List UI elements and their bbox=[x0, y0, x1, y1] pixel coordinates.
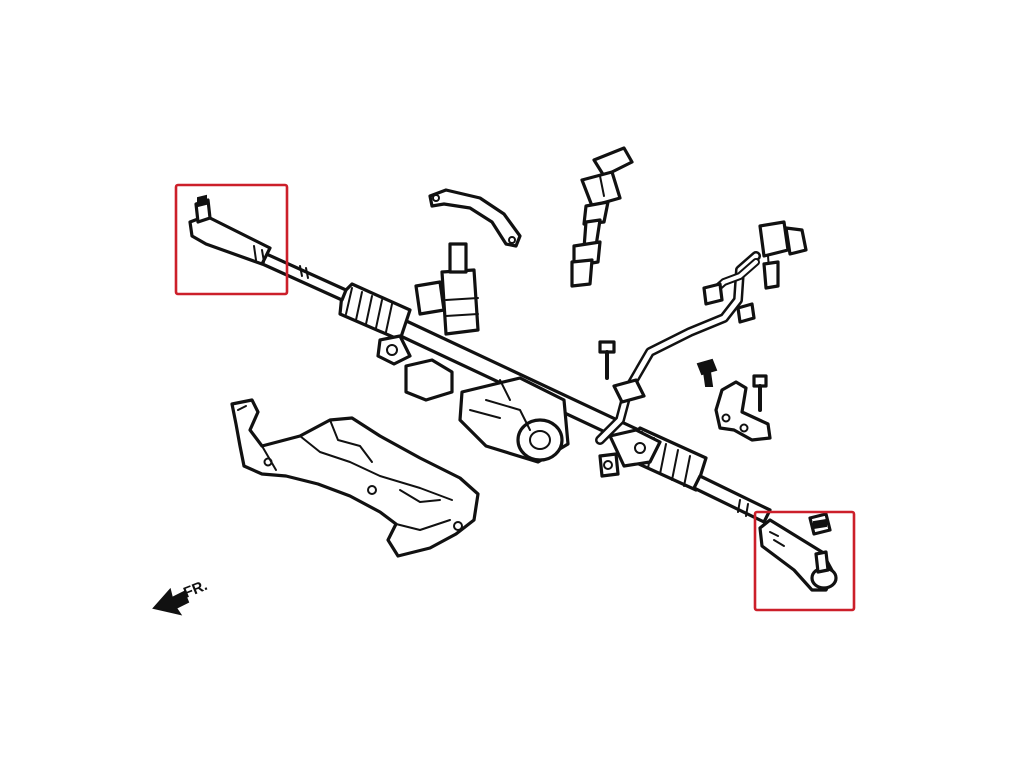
mounting-bolt-right bbox=[752, 374, 768, 412]
intermediate-shaft bbox=[570, 146, 634, 288]
pinion-housing bbox=[414, 242, 480, 336]
steering-pipe bbox=[595, 251, 761, 445]
electrical-connector bbox=[758, 220, 808, 290]
highlight-box-right-tie-rod-end bbox=[753, 510, 856, 612]
tie-rod-end-right bbox=[758, 518, 838, 592]
mounting-bolt-black bbox=[696, 358, 718, 387]
direction-label: FR. bbox=[181, 577, 210, 602]
tie-rod-right bbox=[692, 474, 772, 524]
front-subframe bbox=[230, 398, 480, 558]
mounting-bolt-center bbox=[598, 340, 616, 380]
front-direction-indicator: FR. bbox=[152, 577, 210, 616]
highlight-box-left-tie-rod-end bbox=[174, 183, 289, 296]
castle-nut bbox=[808, 512, 832, 536]
tie-rod-end-left bbox=[188, 194, 272, 266]
assist-motor bbox=[458, 376, 570, 464]
mounting-bracket-right bbox=[714, 380, 772, 442]
upper-bracket bbox=[428, 188, 522, 248]
direction-arrow-icon bbox=[152, 587, 190, 616]
